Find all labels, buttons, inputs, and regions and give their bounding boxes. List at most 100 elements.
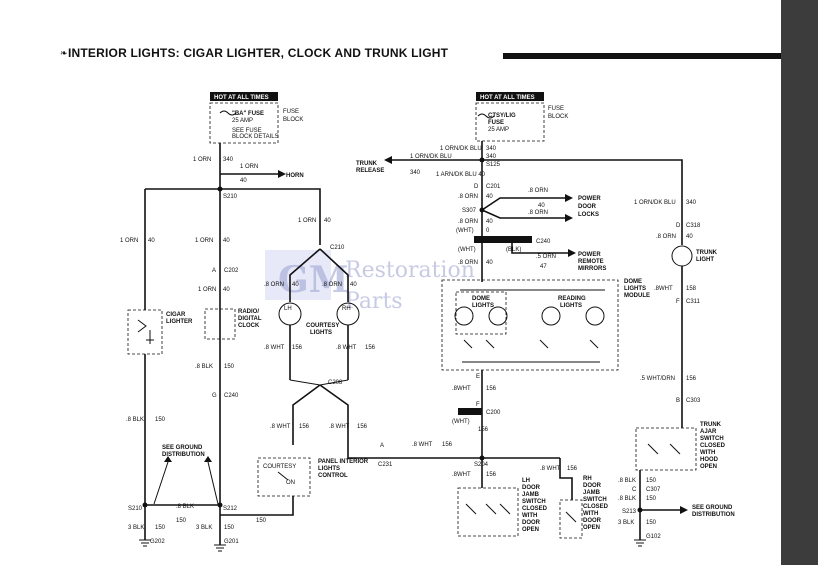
ground-g201-icon [214, 544, 226, 552]
panel-lights-control [257, 457, 311, 497]
ground-arrow-icon [164, 456, 212, 462]
splice-dot [217, 502, 223, 508]
connector-label: C318 [686, 223, 701, 229]
radio-label-3: CLOCK [238, 323, 260, 329]
wire-number: 150 [224, 364, 235, 370]
cigar-label-2: LIGHTER [166, 319, 193, 325]
trunk-light-feed [482, 159, 683, 245]
connector-c: C [632, 487, 637, 493]
trunk-ajar-label: AJAR [700, 429, 717, 435]
trunk-ajar-label: CLOSED [700, 443, 726, 449]
wire-label: 1 ORN [298, 218, 316, 224]
wire-label: .8 ORN [528, 210, 548, 216]
wire-label: .8 BLK [618, 496, 636, 502]
fuse-right-symbol [477, 113, 495, 119]
wire-label: .8 ORN [322, 282, 342, 288]
splice-label: S210 [223, 194, 238, 200]
lh-switch-icon [465, 503, 511, 515]
connector-color: (WHT) [458, 247, 476, 253]
mirror-label-3: MIRRORS [578, 266, 606, 272]
pdl-label-2: DOOR [578, 204, 597, 210]
left-bus-wire [145, 188, 321, 245]
trunk-release-label-2: RELEASE [356, 168, 384, 174]
wire-number: 150 [256, 518, 267, 524]
cigar-lighter-icon [137, 319, 154, 344]
rh-door-label: DOOR [583, 518, 602, 524]
wire-label: 1 ORN/DK BLU [440, 146, 482, 152]
wire-label: 1 ORN [198, 287, 216, 293]
splice-label: S210 [128, 506, 143, 512]
rh-door-label: CLOSED [583, 504, 609, 510]
watermark-logo [265, 250, 331, 300]
wire-number: 156 [686, 376, 697, 382]
reading-lamp-icon [585, 306, 605, 326]
wire-label: .8 BLK [176, 504, 194, 510]
wire-number: 40 [324, 218, 331, 224]
fuse-block-left [209, 102, 279, 144]
fuse-left-note2: BLOCK DETAILS [232, 134, 279, 140]
connector-d: D [474, 184, 479, 190]
wire-number: 156 [365, 345, 376, 351]
mirror-label-1: POWER [578, 252, 601, 258]
wire-number: 150 [176, 518, 187, 524]
module-switch-icon [463, 339, 599, 349]
wire-label: .8 ORN [656, 234, 676, 240]
wire-label: .8WHT [452, 472, 471, 478]
rh-door-label: SWITCH [583, 497, 607, 503]
lamp-lh-label: LH [284, 306, 292, 312]
trunk-ajar-label: OPEN [700, 464, 717, 470]
wire-label: .8WHT [654, 286, 673, 292]
wire-number: 150 [646, 478, 657, 484]
rh-door-label: JAMB [583, 490, 601, 496]
radio-label-2: DIGITAL [238, 316, 262, 322]
reading-lamp-icon [541, 306, 561, 326]
ground-note-r1: SEE GROUND [692, 505, 733, 511]
rh-door-label: OPEN [583, 525, 600, 531]
wire-number: 150 [224, 525, 235, 531]
wire-label: .8 ORN [528, 188, 548, 194]
ground-note-2: DISTRIBUTION [162, 452, 205, 458]
connector-label: C240 [224, 393, 239, 399]
pdl-arrow-icon [565, 194, 573, 222]
ground-arrow-icon [680, 506, 688, 514]
wire-number: 156 [299, 424, 310, 430]
ground-pointer [153, 461, 219, 505]
wire-number: 156 [442, 442, 453, 448]
module-label-2: LIGHTS [624, 286, 646, 292]
panel-label-3: CONTROL [318, 473, 348, 479]
wire-label: 1 ORN/DK BLU [410, 154, 452, 160]
wire-label: .8 WHT [329, 424, 350, 430]
rh-courtesy-feed [319, 248, 349, 302]
mirror-arrow-icon [568, 249, 576, 257]
wire-label: 1 ORN [195, 238, 213, 244]
lh-door-label: DOOR [522, 485, 541, 491]
radio-clock [204, 308, 236, 340]
connector-label: C200 [486, 410, 501, 416]
connector-g: G [212, 393, 217, 399]
trunk-release-arrow-icon [384, 156, 392, 164]
dome-label: DOME [472, 296, 490, 302]
courtesy-label-2: LIGHTS [310, 330, 332, 336]
wire-number: 150 [155, 417, 166, 423]
rh-switch-icon [565, 511, 577, 523]
wire-number: 40 [223, 287, 230, 293]
mirror-wire [511, 243, 568, 254]
splice-label: S125 [486, 162, 501, 168]
rh-door-jamb-switch [559, 499, 583, 539]
splice-label: S307 [462, 208, 477, 214]
diagram-title: INTERIOR LIGHTS: CIGAR LIGHTER, CLOCK AN… [68, 46, 449, 60]
wire-number: 40 [292, 282, 299, 288]
wire-label: .8 WHT [264, 345, 285, 351]
connector-c200 [458, 408, 482, 415]
wire-number: 340 [486, 146, 497, 152]
lamp-rh-label: RH [342, 306, 351, 312]
trunk-ajar-switch [635, 427, 697, 471]
watermark-line1: Restoration [345, 258, 475, 283]
reading-label: READING [558, 296, 586, 302]
fuse-right-amp: 25 AMP [488, 127, 509, 133]
trunk-lamp-icon [671, 245, 693, 267]
connector-label: C240 [536, 239, 551, 245]
wire-number: 150 [646, 520, 657, 526]
ground-label: G102 [646, 534, 661, 540]
